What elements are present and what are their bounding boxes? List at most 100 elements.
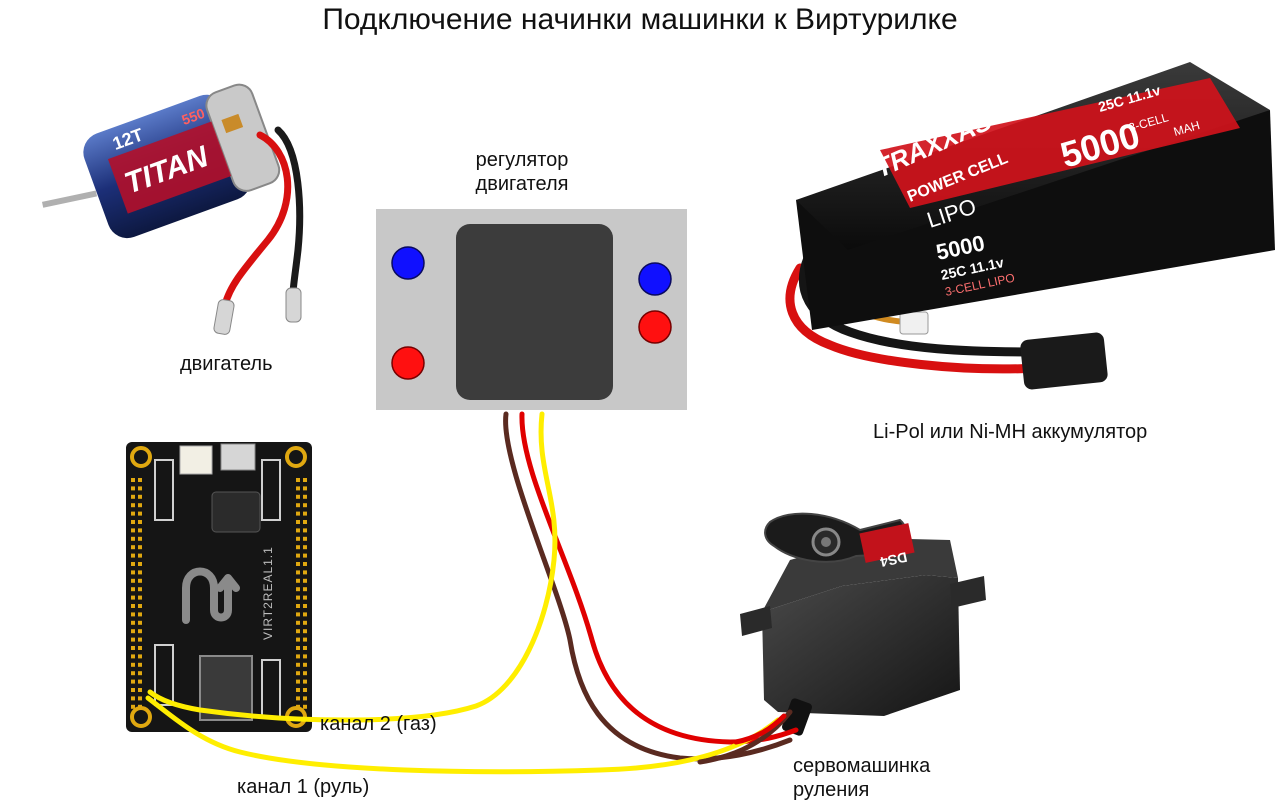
header-pin	[303, 688, 307, 692]
header-pin	[138, 696, 142, 701]
header-pin	[303, 679, 307, 684]
servo-label-text: сервомашинка руления	[793, 755, 931, 801]
board-usb-connector	[220, 443, 256, 471]
header-pin	[138, 620, 142, 625]
header-pin	[138, 553, 142, 558]
header-pin	[131, 595, 135, 600]
servo-horn-screw-center	[821, 537, 831, 547]
header-pin	[296, 646, 300, 650]
header-pin	[131, 620, 135, 625]
board-silk-text: VIRT2REAL1.1	[261, 546, 275, 640]
header-pin	[303, 704, 307, 709]
header-pin	[131, 511, 135, 516]
header-pin	[131, 662, 135, 667]
header-pin	[296, 688, 300, 692]
servo-mount-flange	[740, 606, 772, 636]
header-pin	[303, 536, 307, 541]
header-pin	[296, 562, 300, 566]
header-pin	[138, 637, 142, 642]
header-pin	[131, 629, 135, 634]
wire-servo-yellow-channel1	[145, 695, 781, 775]
motor: TITAN 12T 550	[41, 83, 304, 335]
header-pin	[131, 570, 135, 575]
battery-lead-black	[799, 253, 1045, 357]
header-pin	[296, 478, 300, 482]
page-title: Подключение начинки машинки к Виртурилке	[322, 3, 958, 36]
board-logo-icon	[182, 567, 240, 624]
header-pin	[303, 478, 307, 482]
header-pin	[138, 570, 142, 575]
esc-core	[456, 224, 613, 400]
header-pin	[138, 679, 142, 684]
header-pin	[131, 604, 135, 608]
header-pin	[131, 578, 135, 583]
header-pin	[303, 604, 307, 608]
wire-esc-red	[519, 411, 799, 745]
header-pin	[303, 662, 307, 667]
header-pin	[296, 578, 300, 583]
battery-lead-red	[785, 263, 1045, 374]
header-pin	[138, 629, 142, 634]
header-pin	[303, 528, 307, 533]
board-mount-hole-tr	[285, 446, 307, 468]
battery-main-connector	[1020, 332, 1108, 390]
header-pin	[303, 620, 307, 625]
header-pin	[138, 503, 142, 508]
header-pin	[296, 704, 300, 709]
servo-label	[859, 523, 915, 563]
servo-cable-grommet	[781, 698, 813, 736]
esc	[376, 209, 687, 410]
motor-label-band	[107, 121, 232, 214]
header-pin	[138, 545, 142, 550]
board-socket-left-bottom	[154, 644, 174, 706]
header-pin	[138, 520, 142, 524]
battery-pack-side	[796, 110, 1275, 330]
header-pin	[303, 545, 307, 550]
header-pin	[131, 679, 135, 684]
board-socket-right-top	[261, 459, 281, 521]
header-pin	[296, 570, 300, 575]
header-pin	[138, 612, 142, 617]
esc-label: регулятор двигателя	[475, 149, 569, 195]
esc-terminal-battery-red	[638, 310, 672, 344]
header-pin	[138, 587, 142, 592]
header-pin	[138, 562, 142, 566]
header-pin	[131, 612, 135, 617]
header-pin	[131, 553, 135, 558]
wire-esc-yellow-channel2	[147, 411, 558, 723]
header-pin	[303, 637, 307, 642]
board-header-right	[296, 478, 307, 709]
battery-balance-connector	[899, 311, 929, 335]
header-pin	[131, 528, 135, 533]
motor-lead-red	[221, 131, 292, 309]
header-pin	[303, 553, 307, 558]
header-pin	[296, 612, 300, 617]
header-pin	[131, 478, 135, 482]
header-pin	[303, 503, 307, 508]
header-pin	[296, 604, 300, 608]
header-pin	[303, 578, 307, 583]
header-pin	[138, 704, 142, 709]
header-pin	[303, 520, 307, 524]
servo-mount-flange-right	[950, 576, 986, 608]
header-pin	[296, 662, 300, 667]
header-pin	[296, 511, 300, 516]
motor-shaft	[41, 190, 98, 208]
header-pin	[303, 646, 307, 650]
header-pin	[296, 595, 300, 600]
header-pin	[138, 604, 142, 608]
header-pin	[296, 553, 300, 558]
header-pin	[131, 637, 135, 642]
header-pin	[296, 545, 300, 550]
header-pin	[296, 629, 300, 634]
board-header-left	[131, 478, 142, 709]
header-pin	[138, 595, 142, 600]
header-pin	[303, 696, 307, 701]
channel-2-label: канал 2 (газ)	[320, 713, 437, 735]
battery-label: Li-Pol или Ni-MH аккумулятор	[873, 421, 1148, 443]
header-pin	[138, 578, 142, 583]
channel-1-label: канал 1 (руль)	[237, 776, 370, 798]
board-processor-chip	[211, 491, 261, 533]
header-pin	[296, 503, 300, 508]
